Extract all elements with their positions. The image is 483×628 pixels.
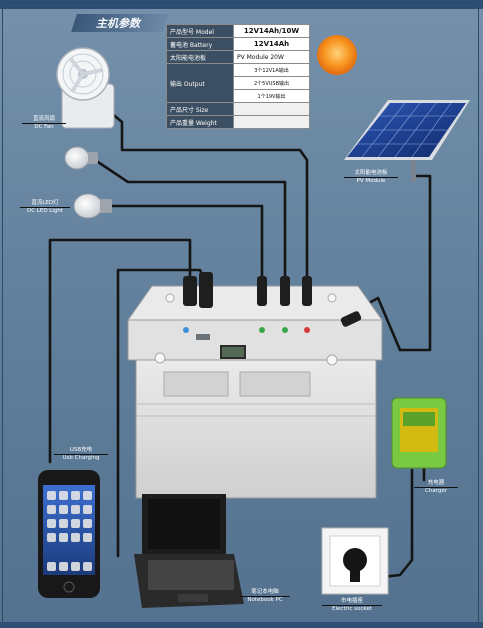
page-title: 主机参数	[96, 17, 140, 30]
socket-label-cn: 市电插座	[340, 598, 363, 604]
spec-value	[233, 115, 310, 129]
usb-label-en: Usb Charging	[54, 454, 108, 462]
pv-label-cn: 太阳能电池板	[354, 170, 388, 176]
spec-row: 太阳能电池板 PV Module 20W	[166, 50, 310, 64]
electric-socket-icon	[321, 527, 389, 595]
spec-subvalue: 2个5VUSB输出	[233, 76, 310, 90]
charger-label-cn: 充电器	[427, 480, 445, 486]
usb-label: USB充电 Usb Charging	[54, 447, 108, 462]
spec-table: 产品型号 Model 12V14Ah/10W 蓄电池 Battery 12V14…	[166, 24, 310, 129]
spec-row: 产品重量 Weight	[166, 115, 310, 129]
spec-value: 12V14Ah	[233, 37, 310, 51]
spec-row: 输出 Output 3个12V1A输出	[166, 63, 310, 103]
smartphone-icon	[38, 470, 100, 598]
battery-unit-body	[127, 285, 383, 499]
spec-value: PV Module 20W	[233, 50, 310, 64]
led-bulb-icon	[73, 193, 112, 219]
led-label-en: DC LED Light	[20, 207, 70, 215]
pv-label-en: PV Module	[344, 177, 398, 185]
charger-label-en: Charger	[414, 487, 458, 495]
spec-key: 产品型号 Model	[166, 24, 234, 38]
spec-value: 12V14Ah/10W	[233, 24, 310, 38]
socket-label: 市电插座 Electric socket	[322, 598, 382, 613]
fan-label: 直流风扇 DC Fan	[22, 116, 66, 131]
notebook-pc-icon	[134, 494, 244, 608]
usb-label-cn: USB充电	[69, 447, 93, 453]
spec-key: 产品重量 Weight	[166, 115, 234, 129]
spec-key: 产品尺寸 Size	[166, 102, 234, 116]
led-label-cn: 直流LED灯	[31, 200, 59, 206]
led-label: 直流LED灯 DC LED Light	[20, 200, 70, 215]
spec-row: 2个5VUSB输出	[167, 76, 310, 90]
spec-key: 蓄电池 Battery	[166, 37, 234, 51]
bottom-band	[0, 622, 483, 628]
socket-label-en: Electric socket	[322, 605, 382, 613]
dc-plug-icon	[183, 272, 362, 327]
led-bulb-icon	[64, 146, 98, 170]
spec-value	[233, 102, 310, 116]
spec-row: 产品尺寸 Size	[166, 102, 310, 116]
sun-icon	[317, 35, 357, 75]
notebook-label: 笔记本电脑 Notebook PC	[240, 589, 290, 604]
notebook-label-cn: 笔记本电脑	[251, 589, 279, 595]
spec-subvalue: 3个12V1A输出	[233, 63, 310, 77]
notebook-label-en: Notebook PC	[240, 596, 290, 604]
solar-panel-icon	[344, 100, 470, 182]
charger-icon	[391, 397, 447, 469]
top-band	[0, 0, 483, 9]
fan-label-cn: 直流风扇	[32, 116, 55, 122]
pv-label: 太阳能电池板 PV Module	[344, 170, 398, 185]
charger-label: 充电器 Charger	[414, 480, 458, 495]
fan-label-en: DC Fan	[22, 123, 66, 131]
spec-row: 蓄电池 Battery 12V14Ah	[166, 37, 310, 51]
spec-key: 输出 Output	[166, 63, 234, 103]
dc-fan-icon	[56, 47, 115, 129]
spec-key: 太阳能电池板	[166, 50, 234, 64]
spec-row: 产品型号 Model 12V14Ah/10W	[166, 24, 310, 38]
